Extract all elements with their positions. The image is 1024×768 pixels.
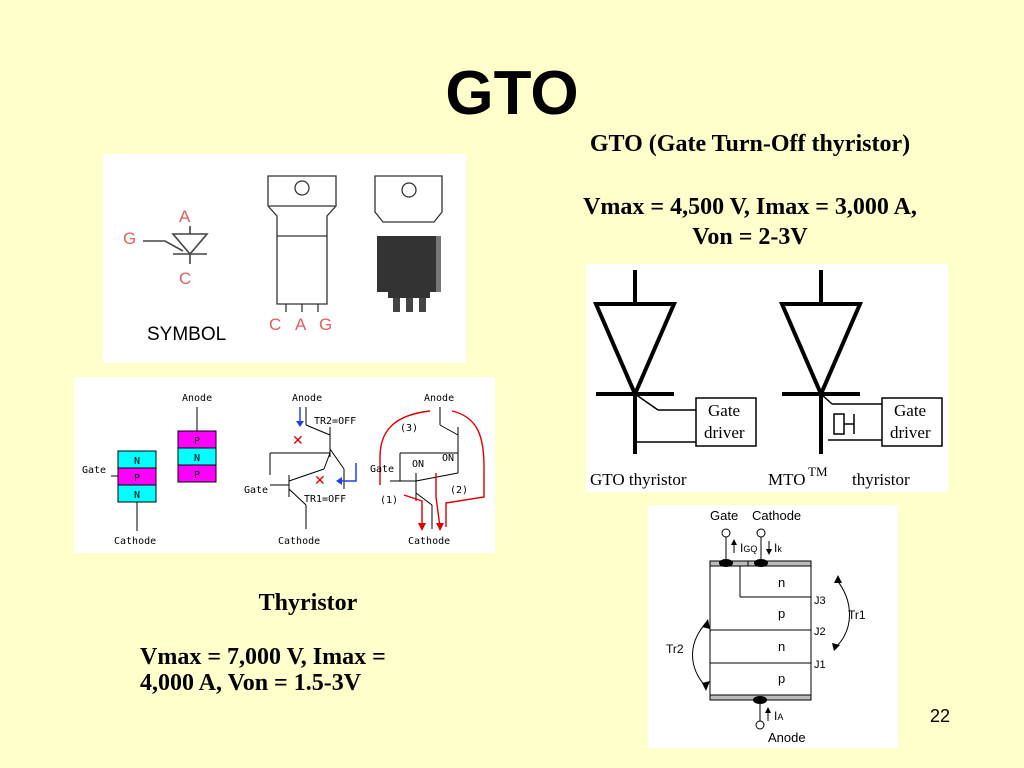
layers-gate-label: Gate — [82, 465, 106, 476]
pin-label-a: A — [295, 315, 307, 334]
anode-contact — [753, 696, 767, 704]
x-mark-lower: ✕ — [314, 472, 326, 488]
symbol-package-svg: A G C SYMBOL C A G — [123, 175, 443, 345]
mid-cathode-label: Cathode — [278, 536, 320, 547]
pin-label-g: G — [319, 315, 332, 334]
structure-gate-label: Gate — [710, 508, 738, 523]
gate-contact — [719, 559, 733, 567]
gto-gate-wires — [634, 393, 696, 443]
gto-structure-panel: Gate Cathode IGQ Ik — [648, 505, 898, 748]
gto-ratings-line1: Vmax = 4,500 V, Imax = 3,000 A, — [583, 194, 917, 220]
left-layer-2: P — [134, 473, 140, 484]
anode-label: A — [179, 207, 191, 226]
layer-n-top: n — [778, 575, 785, 590]
mto-driver-box — [881, 397, 943, 447]
thyristor-ratings-line1: Vmax = 7,000 V, Imax = — [140, 644, 386, 670]
two-transistor-svg: Anode P N P N P N Gate Cathode Anode — [82, 393, 485, 547]
mid-anode-label: Anode — [292, 393, 322, 404]
layers-cathode-label: Cathode — [114, 536, 156, 547]
gto-caption: GTO thyristor — [590, 470, 687, 489]
igq-label: IGQ — [740, 541, 757, 555]
mto-caption-tail: thyristor — [852, 470, 910, 489]
layer-n-mid: n — [778, 639, 785, 654]
tm-mark: TM — [808, 464, 828, 479]
layer-p-bottom: p — [778, 671, 785, 686]
tr2-arc — [692, 622, 707, 688]
gto-ratings-line2: Von = 2-3V — [692, 224, 808, 250]
cathode-contact — [754, 559, 768, 567]
junction-j3: J3 — [814, 595, 826, 607]
right-transistor-circuit — [390, 407, 459, 529]
structure-cathode-label: Cathode — [752, 508, 801, 523]
right-gate-label: Gate — [370, 464, 394, 475]
thyristor-heading: Thyristor — [258, 590, 358, 616]
gto-thyristor-symbol — [592, 270, 678, 454]
package-solid — [374, 175, 443, 312]
mto-caption: MTO — [768, 470, 805, 489]
x-mark-upper: ✕ — [292, 432, 304, 448]
tr1-arc — [835, 578, 850, 648]
mid-gate-label: Gate — [244, 485, 268, 496]
gto-heading: GTO (Gate Turn-Off thyristor) — [589, 131, 911, 157]
two-transistor-panel: Anode P N P N P N Gate Cathode Anode — [74, 377, 495, 553]
structure-anode-label: Anode — [768, 730, 806, 745]
gate-driver-svg: Gate driver Gate driver GTO thyristor MT… — [590, 270, 943, 489]
page-number: 22 — [930, 706, 951, 726]
on-left-label: ON — [412, 459, 424, 470]
junction-j2: J2 — [814, 626, 826, 638]
mto-driver-line2: driver — [890, 423, 931, 442]
thyristor-symbol — [143, 226, 209, 264]
right-layer-1: P — [194, 436, 200, 447]
gate-label: G — [123, 229, 136, 248]
tr2-label: Tr2 — [666, 642, 684, 656]
mto-driver-line1: Gate — [894, 401, 926, 420]
gto-driver-line1: Gate — [708, 401, 740, 420]
gto-driver-line2: driver — [704, 423, 745, 442]
right-layer-3: P — [194, 470, 200, 481]
right-layer-2: N — [194, 453, 200, 464]
ik-label: Ik — [774, 541, 782, 555]
right-cathode-label: Cathode — [408, 536, 450, 547]
layer-stack-left — [117, 450, 157, 503]
package-outline — [267, 175, 337, 312]
tr1-label: Tr1 — [848, 608, 866, 622]
mid-transistor-circuit — [269, 407, 345, 529]
thyristor-ratings-line2: 4,000 A, Von = 1.5-3V — [140, 670, 362, 696]
layer-structure — [709, 560, 812, 701]
step-3-label: (3) — [400, 423, 418, 434]
terminal-wires — [721, 528, 766, 730]
on-right-label: ON — [442, 453, 454, 464]
layer-stack-right — [177, 430, 217, 483]
ia-label: IA — [774, 709, 783, 723]
step-1-label: (1) — [380, 495, 398, 506]
layers-anode-label: Anode — [182, 393, 212, 404]
gate-driver-panel: Gate driver Gate driver GTO thyristor MT… — [586, 264, 948, 492]
tr2-off-label: TR2=OFF — [314, 416, 356, 427]
right-anode-label: Anode — [424, 393, 454, 404]
slide-title: GTO — [445, 59, 579, 128]
tr1-off-label: TR1=OFF — [304, 494, 346, 505]
step-2-label: (2) — [450, 485, 468, 496]
layer-p-upper: p — [778, 606, 785, 621]
junction-j1: J1 — [814, 659, 826, 671]
left-layer-3: N — [134, 490, 140, 501]
pin-label-c: C — [269, 315, 281, 334]
mto-gate-wires — [820, 393, 882, 441]
symbol-package-panel: A G C SYMBOL C A G — [103, 154, 466, 363]
symbol-caption: SYMBOL — [147, 324, 226, 345]
left-layer-1: N — [134, 456, 140, 467]
gto-structure-svg: Gate Cathode IGQ Ik — [666, 508, 866, 745]
gto-driver-box — [695, 397, 757, 447]
cathode-label: C — [179, 269, 191, 288]
mto-thyristor-symbol — [778, 270, 864, 454]
